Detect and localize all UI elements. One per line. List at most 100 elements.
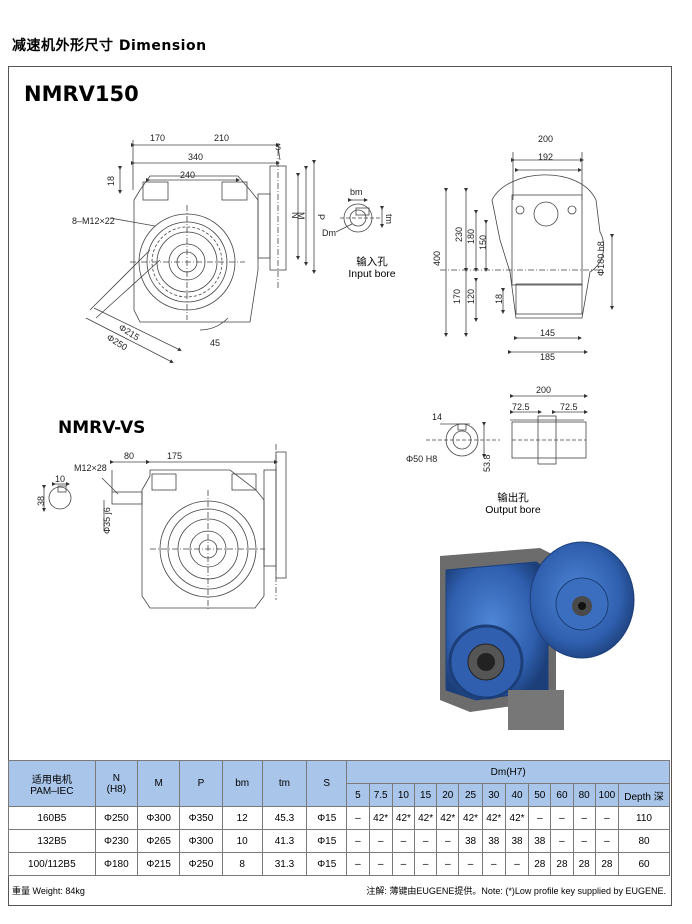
input-bore-caption-en: Input bore [348,268,396,280]
side-view-labels: 200 192 400 230 180 150 170 120 18 Φ180 … [432,134,606,362]
svg-text:M12×28: M12×28 [74,463,107,473]
cell-dm: – [481,852,506,876]
svg-text:tm: tm [384,214,394,224]
svg-text:45: 45 [210,338,220,348]
cell-tm: 41.3 [261,829,308,853]
cell-dm: – [550,829,574,853]
cell-dm: – [368,852,393,876]
cell-dm: 60 [618,852,670,876]
cell-dm: 38 [458,829,483,853]
cell-dm: 42* [368,806,393,830]
svg-text:S: S [275,142,281,152]
cell-dm: – [413,829,438,853]
cell-motor: 100/112B5 [8,852,96,876]
front-view [85,140,316,363]
cell-dm: – [504,852,530,876]
svg-text:N: N [290,212,300,219]
gearbox-photo [440,541,635,730]
cell-motor: 132B5 [8,829,96,853]
svg-text:192: 192 [538,152,553,162]
cell-tm: 45.3 [261,806,308,830]
cell-dm: 42* [391,806,416,830]
cell-dm: 42* [458,806,483,830]
cell-N: Φ230 [94,829,139,853]
technical-drawing: 170 210 S 340 240 18 8–M12×22 N M P Φ215… [36,133,635,730]
svg-text:53.8: 53.8 [482,454,492,472]
cell-dm: – [436,852,460,876]
svg-text:72.5: 72.5 [512,402,530,412]
cell-dm: 80 [618,829,670,853]
cell-M: Φ215 [136,852,181,876]
cell-dm: – [391,829,416,853]
cell-S: Φ15 [306,829,348,853]
cell-dm: 38 [528,829,552,853]
cell-M: Φ300 [136,806,181,830]
svg-text:bm: bm [350,187,363,197]
cell-P: Φ300 [179,829,223,853]
cell-dm: – [458,852,483,876]
output-bore-caption-en: Output bore [485,504,541,516]
cell-dm: 28 [528,852,552,876]
svg-text:M: M [296,212,306,220]
svg-text:Dm: Dm [322,228,336,238]
col-P: P [179,760,223,807]
svg-text:Φ35 j6: Φ35 j6 [102,507,112,534]
cell-dm: – [413,852,438,876]
svg-text:18: 18 [106,176,116,186]
cell-dm: – [436,829,460,853]
cell-dm: 110 [618,806,670,830]
cell-dm: – [528,806,552,830]
key-note: 注解: 薄键由EUGENE提供。Note: (*)Low profile key… [366,886,666,896]
cell-dm: – [346,852,370,876]
cell-dm: 38 [481,829,506,853]
cell-bm: 8 [221,852,263,876]
cell-S: Φ15 [306,806,348,830]
weight-note: 重量 Weight: 84kg [12,886,85,896]
col-dm-1: 7.5 [368,783,393,807]
col-dm-10: 80 [572,783,596,807]
col-dm-8: 50 [528,783,552,807]
cell-P: Φ250 [179,852,223,876]
drawing-frame [8,66,672,906]
cell-dm: – [391,852,416,876]
col-dm-4: 20 [436,783,460,807]
front-view-labels: 170 210 S 340 240 18 8–M12×22 N M P Φ215… [72,133,326,352]
cell-bm: 10 [221,829,263,853]
model-title-main: NMRV150 [24,82,139,106]
cell-dm: 42* [413,806,438,830]
page-heading: 减速机外形尺寸 Dimension [12,38,207,54]
cell-dm: – [572,829,596,853]
svg-text:180: 180 [466,229,476,244]
svg-text:18: 18 [494,294,504,304]
cell-dm: – [572,806,596,830]
cell-S: Φ15 [306,852,348,876]
col-S: S [306,760,348,807]
cell-N: Φ250 [94,806,139,830]
output-bore-labels: 14 Φ50 H8 53.8 200 72.5 72.5 [406,385,578,472]
svg-text:400: 400 [432,251,442,266]
col-dm-2: 10 [391,783,416,807]
svg-text:185: 185 [540,352,555,362]
col-dm-9: 60 [550,783,574,807]
col-dm-12: Depth 深 [618,783,670,807]
cell-dm: – [594,829,620,853]
input-bore-view [335,198,384,233]
cell-dm: – [368,829,393,853]
output-bore-view [426,394,588,465]
col-dm-0: 5 [346,783,370,807]
cell-motor: 160B5 [8,806,96,830]
cell-bm: 12 [221,806,263,830]
svg-text:340: 340 [188,152,203,162]
svg-text:170: 170 [452,289,462,304]
svg-text:150: 150 [478,235,488,250]
cell-dm: 38 [504,829,530,853]
svg-text:72.5: 72.5 [560,402,578,412]
col-bm: bm [221,760,263,807]
col-dm-5: 25 [458,783,483,807]
col-tm: tm [261,760,308,807]
svg-text:Φ180 h8: Φ180 h8 [596,241,606,276]
vs-view [42,444,287,610]
